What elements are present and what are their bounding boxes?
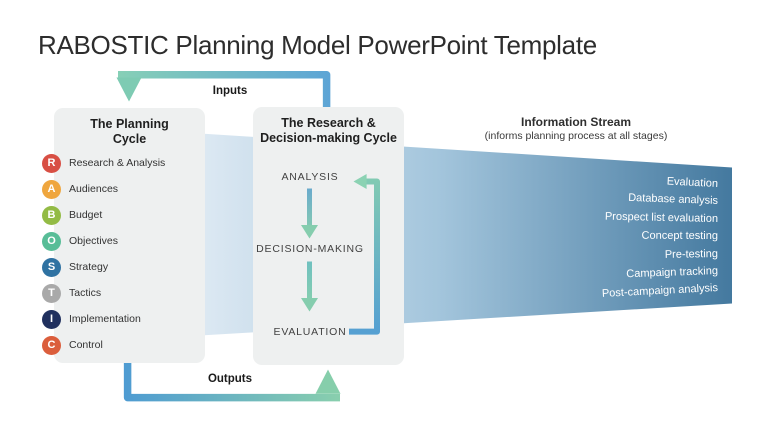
- page-title: RABOSTIC Planning Model PowerPoint Templ…: [38, 30, 597, 60]
- inputs-arrowhead-icon: [116, 77, 142, 102]
- list-item-implementation: I Implementation: [42, 309, 141, 329]
- list-item-label: Audiences: [69, 183, 119, 195]
- step-analysis: ANALYSIS: [281, 171, 339, 183]
- inputs-label: Inputs: [212, 85, 248, 97]
- research-cycle-title-line2: Decision-making Cycle: [260, 130, 397, 145]
- list-item-label: Objectives: [69, 235, 119, 247]
- information-stream-list: Evaluation Database analysis Prospect li…: [418, 175, 719, 300]
- list-item-label: Research & Analysis: [69, 157, 166, 169]
- list-item-strategy: S Strategy: [42, 257, 108, 277]
- list-item-label: Implementation: [69, 313, 141, 325]
- letter-badge: C: [42, 335, 61, 355]
- step-evaluation: EVALUATION: [273, 326, 347, 338]
- list-item-control: C Control: [42, 335, 103, 355]
- list-item-label: Budget: [69, 209, 103, 221]
- planning-cycle-panel: The Planning Cycle R Research & Analysis…: [42, 108, 205, 363]
- outputs-label: Outputs: [207, 373, 253, 385]
- letter-badge: S: [42, 257, 61, 277]
- stream-item: Concept testing: [641, 229, 719, 243]
- list-item-tactics: T Tactics: [42, 283, 101, 303]
- letter-badge: T: [42, 283, 61, 303]
- research-cycle-title: The Research & Decision-making Cycle: [253, 116, 404, 145]
- list-item-label: Control: [69, 339, 103, 351]
- outputs-arrowhead-icon: [315, 369, 341, 394]
- list-item-budget: B Budget: [42, 205, 102, 225]
- letter-badge: O: [42, 231, 61, 251]
- letter-badge: B: [42, 205, 61, 225]
- planning-cycle-title-line1: The Planning: [90, 117, 169, 131]
- list-item-audiences: A Audiences: [42, 179, 118, 199]
- research-cycle-title-line1: The Research &: [281, 116, 376, 130]
- list-item-research: R Research & Analysis: [42, 153, 165, 173]
- planning-cycle-title-line2: Cycle: [112, 131, 147, 146]
- letter-badge: R: [42, 153, 61, 173]
- step-decision-making: DECISION-MAKING: [256, 243, 364, 255]
- letter-badge: I: [42, 309, 61, 329]
- information-stream-subtitle: (informs planning process at all stages): [484, 130, 668, 142]
- list-item-label: Strategy: [69, 261, 109, 273]
- letter-badge: A: [42, 179, 61, 199]
- list-item-label: Tactics: [69, 287, 102, 299]
- list-item-objectives: O Objectives: [42, 231, 118, 251]
- information-stream-title: Information Stream: [520, 115, 631, 129]
- planning-cycle-title: The Planning Cycle: [54, 117, 205, 146]
